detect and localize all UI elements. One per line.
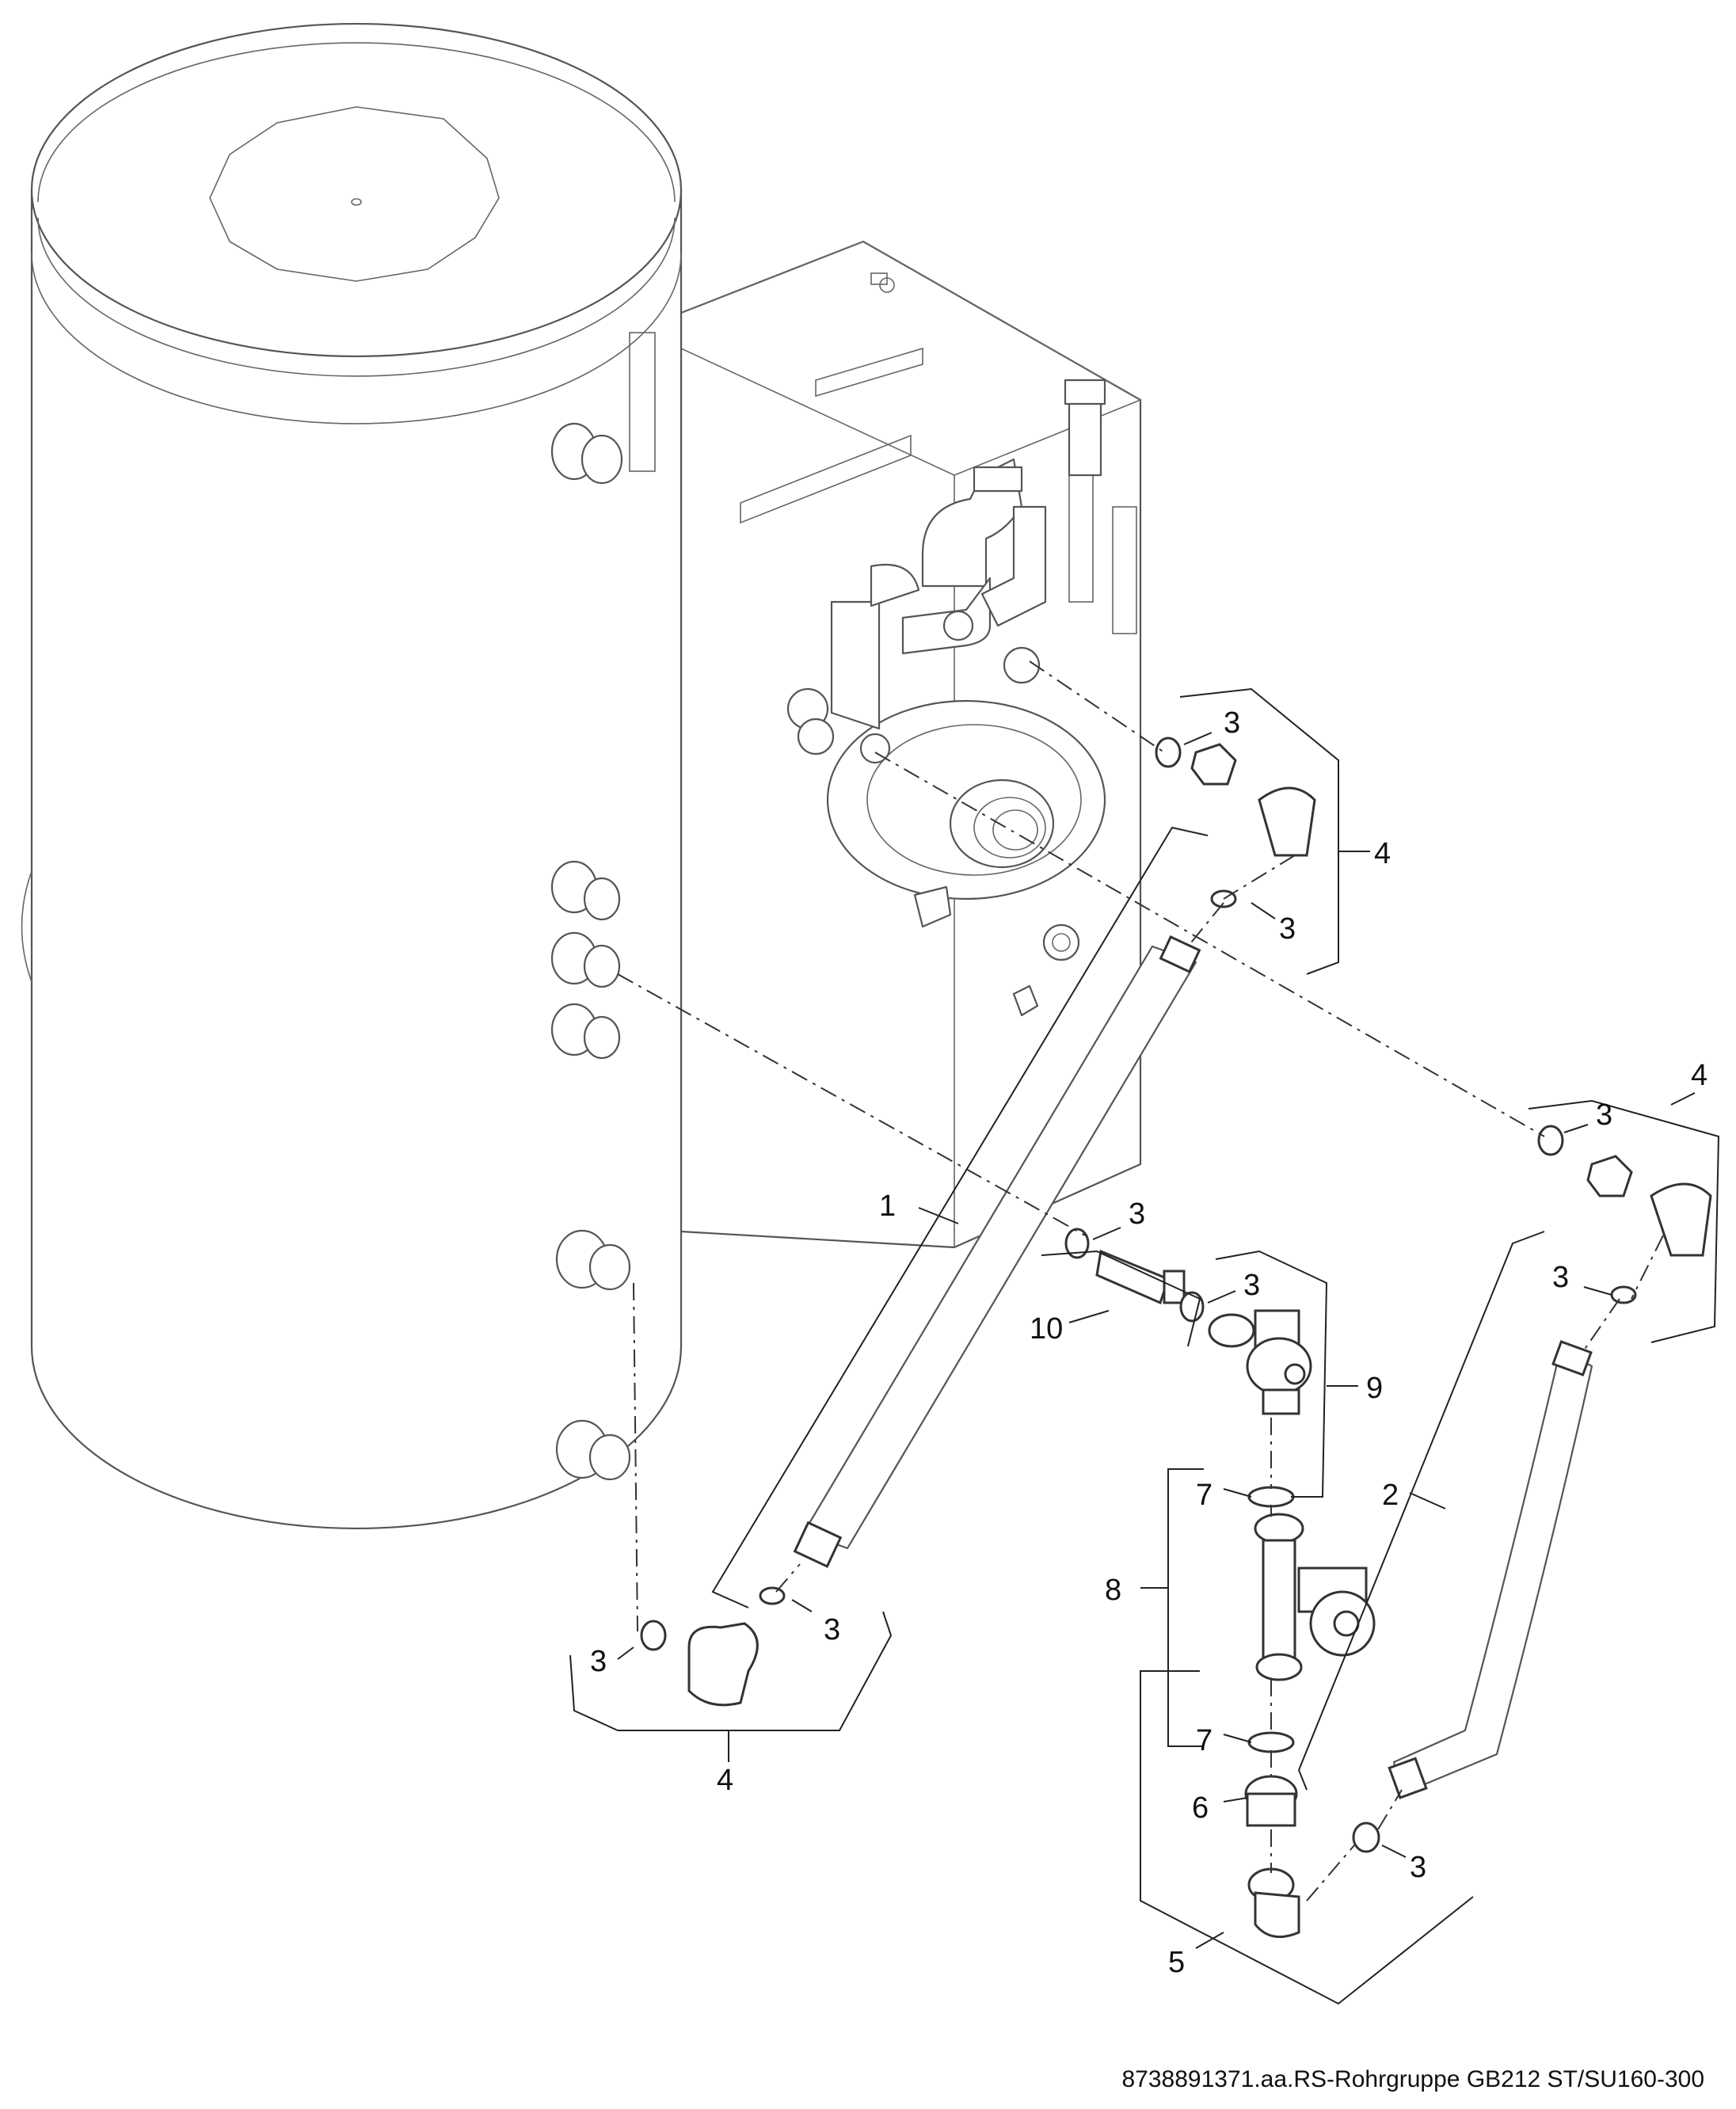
callout-3-right-b: 3 [1552, 1261, 1569, 1294]
callout-9: 9 [1366, 1372, 1383, 1405]
elbow-group-4-right [1537, 1125, 1712, 1304]
callout-4-right: 4 [1691, 1059, 1707, 1092]
gasket-7-lower [1247, 1731, 1295, 1753]
callout-6: 6 [1192, 1791, 1209, 1825]
storage-tank [21, 22, 683, 1530]
tank-connector-upper-2 [550, 931, 621, 988]
callout-7-lower: 7 [1196, 1724, 1213, 1757]
straight-connector-10 [1095, 1249, 1186, 1305]
seal-3-center-top [1064, 1228, 1090, 1259]
bracket-lines [569, 687, 1720, 2005]
seal-3-center-mid [1179, 1291, 1205, 1323]
flexible-hose-2 [1388, 1340, 1593, 1799]
flexible-hose-1 [793, 935, 1201, 1568]
callout-3-upper-a: 3 [1224, 706, 1240, 740]
tank-connector-lower-1 [555, 1229, 631, 1291]
callout-4-lower: 4 [717, 1764, 733, 1797]
valve-assembly-9 [1208, 1309, 1312, 1415]
callout-3-lower-a: 3 [824, 1613, 840, 1646]
callout-3-right-a: 3 [1596, 1098, 1612, 1132]
callout-10: 10 [1030, 1312, 1063, 1346]
elbow-group-4-upper [1155, 737, 1316, 908]
assembly-axes [617, 660, 1664, 1902]
elbow-5 [1247, 1867, 1300, 1939]
callout-7-upper: 7 [1196, 1479, 1213, 1512]
callout-3-center-a: 3 [1129, 1197, 1145, 1231]
drawing-caption: 8738891371.aa.RS-Rohrgruppe GB212 ST/SU1… [1121, 2066, 1705, 2092]
union-nut-6 [1244, 1775, 1298, 1827]
tank-connector-upper-1 [550, 860, 621, 921]
callout-1: 1 [879, 1190, 896, 1223]
callout-3-lower-b: 3 [590, 1645, 607, 1678]
tank-connector-lower-2 [555, 1419, 631, 1481]
tank-connector-top [550, 422, 623, 485]
callout-2: 2 [1382, 1479, 1399, 1512]
callout-3-upper-b: 3 [1279, 912, 1296, 946]
tank-connector-upper-3 [550, 1003, 621, 1060]
callout-8: 8 [1105, 1574, 1121, 1607]
gasket-7-upper [1247, 1486, 1295, 1508]
elbow-group-4-lower [640, 1586, 786, 1707]
callout-5: 5 [1168, 1946, 1185, 1979]
callout-4-upper: 4 [1374, 837, 1391, 870]
pump-8 [1254, 1513, 1376, 1681]
callout-3-lower-c: 3 [1410, 1851, 1426, 1884]
boiler-unit [680, 240, 1142, 1249]
seal-3-right-lower [1352, 1822, 1380, 1853]
callout-3-center-b: 3 [1243, 1269, 1260, 1302]
